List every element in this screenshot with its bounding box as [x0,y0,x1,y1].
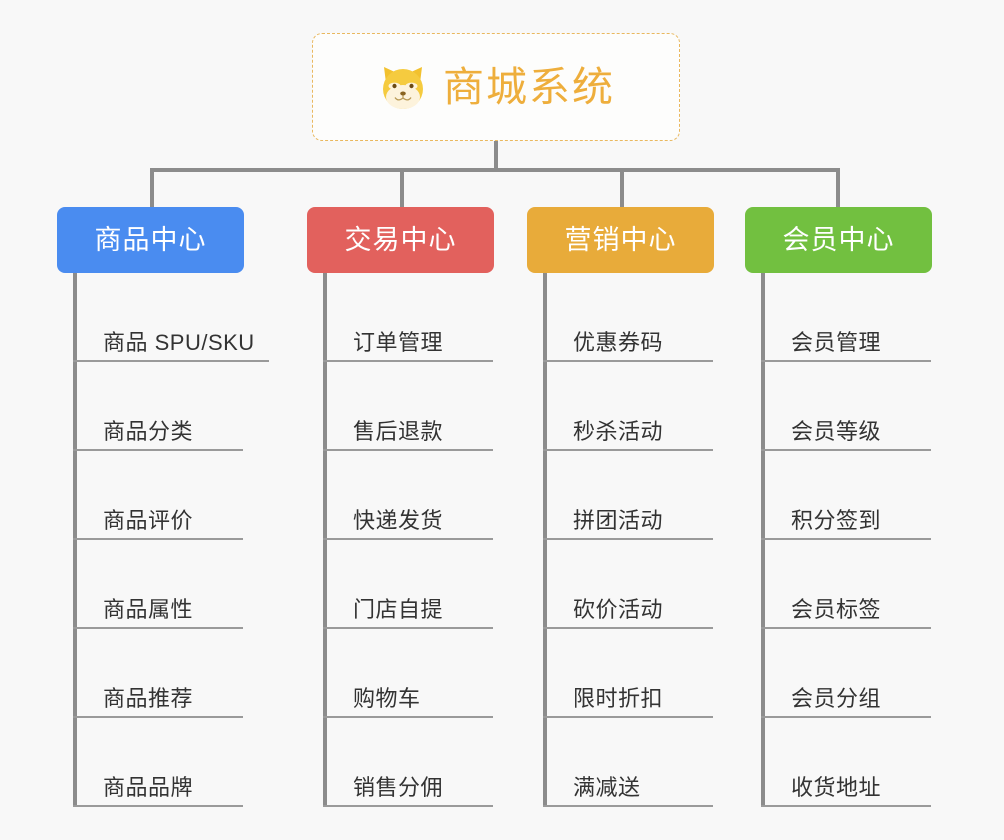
leaf-label: 快递发货 [353,508,444,533]
leaf-item[interactable]: 会员分组 [761,629,931,718]
category-label-3: 营销中心 [564,224,677,255]
leaf-item[interactable]: 购物车 [323,629,493,718]
leaf-item[interactable]: 优惠券码 [543,273,713,362]
leaf-label: 门店自提 [353,597,444,622]
leaf-item[interactable]: 商品属性 [73,540,243,629]
leaf-item[interactable]: 销售分佣 [323,718,493,807]
leaf-label: 商品分类 [103,419,194,444]
leaf-item[interactable]: 限时折扣 [543,629,713,718]
connector-drop-3 [620,168,624,208]
leaf-label: 售后退款 [353,419,444,444]
category-label-1: 商品中心 [94,224,207,255]
leaf-item[interactable]: 商品评价 [73,451,243,540]
category-label-2: 交易中心 [344,224,457,255]
leaf-label: 会员等级 [791,419,882,444]
branch-spine-4 [761,273,765,807]
leaf-item[interactable]: 商品分类 [73,362,243,451]
leaf-item[interactable]: 商品 SPU/SKU [73,273,269,362]
leaf-label: 商品品牌 [103,775,194,800]
leaf-label: 限时折扣 [573,686,664,711]
leaf-list-2: 订单管理 售后退款 快递发货 门店自提 购物车 销售分佣 [323,273,493,807]
branch-spine-2 [323,273,327,807]
connector-horizontal-bus [150,168,838,172]
leaf-item[interactable]: 会员管理 [761,273,931,362]
branch-spine-3 [543,273,547,807]
leaf-label: 购物车 [353,686,421,711]
leaf-item[interactable]: 砍价活动 [543,540,713,629]
leaf-item[interactable]: 满减送 [543,718,713,807]
leaf-label: 积分签到 [791,508,882,533]
leaf-item[interactable]: 会员等级 [761,362,931,451]
leaf-item[interactable]: 秒杀活动 [543,362,713,451]
leaf-label: 会员标签 [791,597,882,622]
category-box-4[interactable]: 会员中心 [745,207,932,273]
leaf-item[interactable]: 门店自提 [323,540,493,629]
category-label-4: 会员中心 [782,224,895,255]
root-title: 商城系统 [443,63,615,110]
leaf-label: 收货地址 [791,775,882,800]
leaf-label: 商品属性 [103,597,194,622]
leaf-label: 商品评价 [103,508,194,533]
leaf-item[interactable]: 收货地址 [761,718,931,807]
leaf-item[interactable]: 售后退款 [323,362,493,451]
leaf-label: 优惠券码 [573,330,664,355]
leaf-item[interactable]: 快递发货 [323,451,493,540]
leaf-list-1: 商品 SPU/SKU 商品分类 商品评价 商品属性 商品推荐 商品品牌 [73,273,269,807]
leaf-label: 会员分组 [791,686,882,711]
category-box-3[interactable]: 营销中心 [527,207,714,273]
leaf-label: 砍价活动 [573,597,664,622]
leaf-list-4: 会员管理 会员等级 积分签到 会员标签 会员分组 收货地址 [761,273,931,807]
category-box-1[interactable]: 商品中心 [57,207,244,273]
leaf-label: 秒杀活动 [573,419,664,444]
category-box-2[interactable]: 交易中心 [307,207,494,273]
leaf-label: 会员管理 [791,330,882,355]
leaf-label: 销售分佣 [353,775,444,800]
leaf-item[interactable]: 订单管理 [323,273,493,362]
leaf-label: 满减送 [573,775,641,800]
leaf-label: 商品 SPU/SKU [103,330,255,355]
leaf-label: 订单管理 [353,330,444,355]
leaf-label: 商品推荐 [103,686,194,711]
leaf-item[interactable]: 拼团活动 [543,451,713,540]
leaf-list-3: 优惠券码 秒杀活动 拼团活动 砍价活动 限时折扣 满减送 [543,273,713,807]
connector-root-vertical [494,141,498,172]
leaf-label: 拼团活动 [573,508,664,533]
branch-spine-1 [73,273,77,807]
shiba-dog-face-icon [377,61,429,113]
leaf-item[interactable]: 商品推荐 [73,629,243,718]
connector-drop-1 [150,168,154,208]
connector-drop-2 [400,168,404,208]
connector-drop-4 [836,168,840,208]
leaf-item[interactable]: 商品品牌 [73,718,243,807]
leaf-item[interactable]: 会员标签 [761,540,931,629]
leaf-item[interactable]: 积分签到 [761,451,931,540]
root-node[interactable]: 商城系统 [312,33,680,141]
